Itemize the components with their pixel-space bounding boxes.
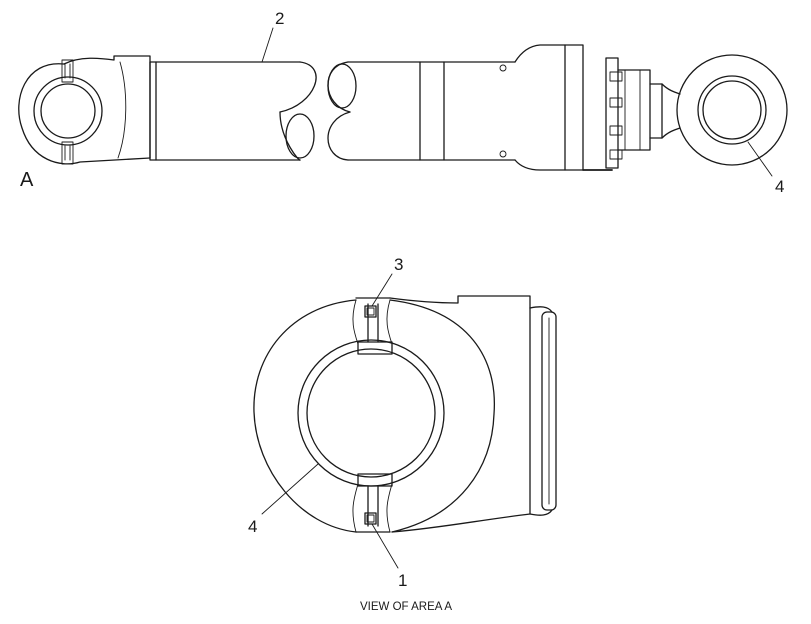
callout-3: 3 — [394, 255, 403, 274]
area-label: A — [20, 169, 34, 191]
leader-1 — [371, 523, 399, 569]
barrel-segment — [327, 44, 566, 171]
view-caption: VIEW OF AREA A — [360, 601, 452, 613]
leader-top-4 — [747, 141, 773, 177]
callout-detail-4: 4 — [248, 517, 257, 536]
callout-1: 1 — [398, 571, 407, 590]
head-flange — [564, 44, 663, 171]
rod-tube-segment — [155, 61, 317, 161]
leader-detail-4 — [261, 463, 319, 515]
leader-2 — [261, 27, 274, 63]
right-head-eye — [661, 54, 788, 166]
callout-top-4: 4 — [775, 177, 784, 196]
cylinder-assembly — [18, 27, 788, 177]
callout-2: 2 — [275, 9, 284, 28]
left-rod-eye — [18, 55, 157, 165]
leader-3 — [371, 273, 393, 307]
area-a-detail — [253, 273, 557, 569]
